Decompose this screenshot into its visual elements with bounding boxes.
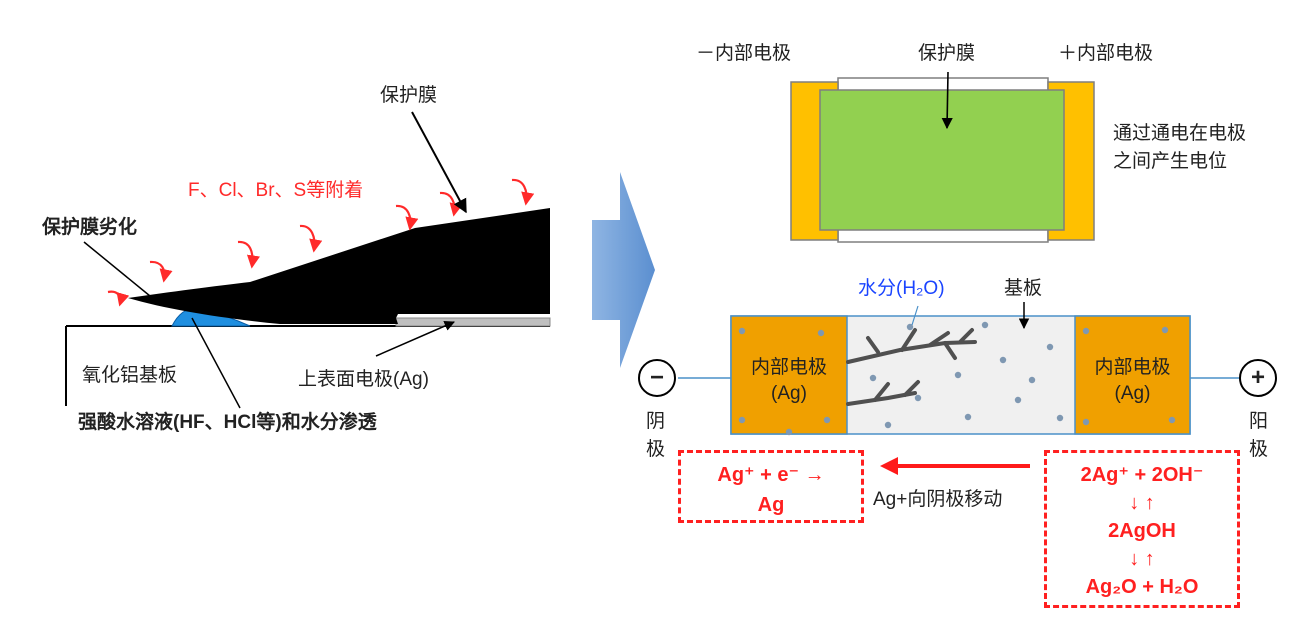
electrode-pointer-line: [375, 320, 455, 357]
protective-film-label: 保护膜: [380, 85, 438, 106]
left-electrode-label-line2: (Ag): [771, 383, 807, 404]
anode-reaction-line1: 2Ag⁺ + 2OH⁻: [1080, 464, 1204, 486]
neg-internal-electrode-label: －内部电极: [696, 43, 792, 64]
migration-label: Ag+向阴极移动: [873, 489, 1003, 510]
potential-note-line1: 通过通电在电极: [1113, 123, 1247, 144]
right-electrode-label-line1: 内部电极: [1094, 357, 1171, 378]
anode-label-line1: 阳: [1249, 411, 1269, 432]
contaminants-label: F、Cl、Br、S等附着: [188, 180, 364, 201]
degradation-pointer-line: [83, 241, 151, 297]
right-electrode-label-line2: (Ag): [1114, 383, 1151, 404]
anode-label-line2: 极: [1249, 439, 1269, 460]
anode-reaction-line2: ↓ ↑: [1129, 492, 1155, 514]
pos-internal-electrode-label: ＋内部电极: [1058, 43, 1154, 64]
cathode-label-line1: 阴: [646, 411, 666, 432]
minus-symbol: −: [649, 364, 664, 391]
anode-reaction-line3: 2AgOH: [1108, 520, 1176, 542]
left-electrode-label-line1: 内部电极: [750, 357, 827, 378]
potential-note-line2: 之间产生电位: [1113, 151, 1228, 172]
right-internal-electrode: [1074, 315, 1191, 435]
moisture-pointer-line: [911, 305, 919, 326]
cathode-reaction-line2: Ag: [757, 494, 785, 516]
top-electrode-label: 上表面电极(Ag): [298, 369, 429, 390]
top-film-pointer-line: [941, 71, 953, 130]
top-protective-film-label: 保护膜: [918, 43, 976, 64]
substrate-label: 基板: [1004, 278, 1043, 299]
big-transition-arrow: [592, 172, 655, 368]
film-degradation-label: 保护膜劣化: [42, 217, 138, 238]
migration-arrow: [880, 457, 1030, 475]
silver-dendrites: [846, 328, 977, 406]
component-top-view: [790, 77, 1095, 243]
acid-pointer-line: [191, 317, 241, 409]
anode-terminal-circle: [1239, 359, 1277, 397]
cathode-terminal-circle: [638, 359, 676, 397]
cathode-reaction-line1: Ag⁺ + e⁻ →: [717, 464, 825, 486]
moisture-dots: [738, 321, 1176, 436]
moisture-label: 水分(H₂O): [858, 278, 945, 299]
anode-reaction-box: 2Ag⁺ + 2OH⁻ ↓ ↑ 2AgOH ↓ ↑ Ag₂O + H₂O: [1044, 450, 1240, 608]
alumina-substrate-label: 氧化铝基板: [82, 365, 178, 386]
anode-reaction-line5: Ag₂O + H₂O: [1085, 576, 1199, 598]
film-pointer-line: [411, 111, 467, 214]
cathode-label-line2: 极: [646, 439, 666, 460]
anode-reaction-line4: ↓ ↑: [1129, 548, 1155, 570]
protective-film-shape: [128, 208, 550, 324]
left-internal-electrode: [730, 315, 848, 435]
acid-penetration-label: 强酸水溶液(HF、HCl等)和水分渗透: [78, 412, 377, 433]
plus-symbol: +: [1250, 364, 1265, 391]
cathode-reaction-box: Ag⁺ + e⁻ → Ag: [678, 450, 864, 523]
top-electrode-layer: [395, 317, 551, 327]
